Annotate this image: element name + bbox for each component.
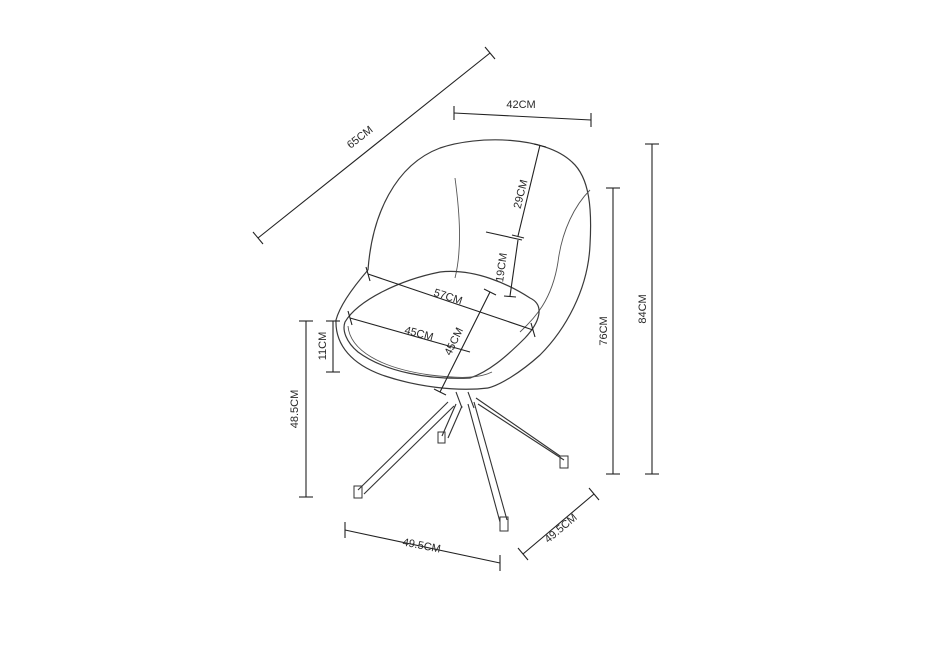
dim-armrest-height: 19CM: [485, 231, 523, 298]
label-base-depth: 49.5CM: [542, 512, 579, 546]
dim-backrest-width: 42CM: [453, 99, 592, 127]
backrest-outer: [367, 139, 592, 389]
label-seat-thickness: 11CM: [317, 332, 329, 361]
seat-rim: [347, 325, 493, 378]
label-arm-height: 76CM: [598, 316, 610, 345]
dim-base-width: 49.5CM: [344, 522, 501, 571]
dim-seat-thickness: 11CM: [317, 320, 340, 373]
label-seat-depth: 45CM: [442, 326, 466, 358]
label-backrest-width: 42CM: [506, 99, 535, 111]
label-base-width: 49.5CM: [402, 536, 442, 555]
label-armrest-height: 19CM: [494, 252, 510, 283]
dim-arm-height: 76CM: [598, 187, 620, 475]
seat-cushion: [343, 270, 540, 379]
label-seat-height: 48.5CM: [289, 390, 301, 429]
chair-drawing: [335, 139, 592, 532]
dim-total-height: 84CM: [637, 143, 659, 475]
dim-seat-height: 48.5CM: [289, 320, 313, 498]
label-overall-depth: 65CM: [345, 124, 376, 152]
dim-backrest-height: 29CM: [512, 143, 547, 239]
label-total-height: 84CM: [637, 294, 649, 323]
swivel-base: [353, 391, 569, 532]
dim-overall-width: 57CM: [365, 266, 536, 338]
backrest-inner: [454, 177, 460, 279]
label-seat-width: 45CM: [403, 325, 434, 344]
dim-seat-depth: 45CM: [433, 288, 497, 396]
backrest-inner-right: [519, 189, 591, 333]
label-overall-width: 57CM: [432, 287, 464, 307]
dim-base-depth: 49.5CM: [517, 487, 600, 561]
